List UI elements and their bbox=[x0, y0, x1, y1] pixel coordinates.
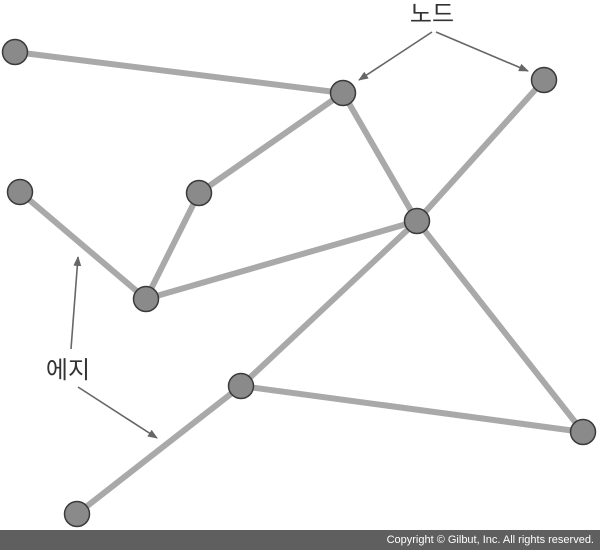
graph-edge bbox=[340, 90, 420, 224]
graph-edge bbox=[143, 190, 202, 302]
annotation-arrows bbox=[70, 31, 529, 439]
graph-edge bbox=[143, 218, 420, 302]
edge-label-arrow bbox=[77, 386, 158, 439]
graph-node bbox=[63, 500, 91, 528]
graph-node bbox=[6, 178, 34, 206]
node-label: 노드 bbox=[410, 0, 454, 28]
edges bbox=[12, 49, 586, 517]
graph-node bbox=[403, 207, 431, 235]
graph-edge bbox=[196, 90, 346, 196]
graph-node bbox=[569, 418, 597, 446]
graph-node bbox=[185, 179, 213, 207]
graph-node bbox=[1, 38, 29, 66]
graph-node bbox=[329, 79, 357, 107]
graph-edge bbox=[414, 218, 586, 435]
graph-edge bbox=[238, 218, 420, 389]
edge-label-arrow bbox=[70, 256, 82, 350]
graph-node bbox=[227, 372, 255, 400]
graph-edge bbox=[238, 383, 586, 435]
graph-edge bbox=[12, 49, 346, 96]
graph-node bbox=[530, 66, 558, 94]
graph-diagram: 노드 에지 bbox=[1, 0, 597, 528]
copyright-footer: Copyright © Gilbut, Inc. All rights rese… bbox=[0, 530, 600, 550]
edge-label: 에지 bbox=[46, 356, 90, 384]
node-label-arrow bbox=[358, 31, 433, 81]
copyright-text: Copyright © Gilbut, Inc. All rights rese… bbox=[386, 534, 594, 546]
graph-node bbox=[132, 285, 160, 313]
graph-edge bbox=[74, 383, 244, 517]
graph-edge bbox=[414, 77, 547, 224]
nodes bbox=[1, 38, 597, 528]
graph-edge bbox=[17, 189, 149, 302]
node-label-arrow bbox=[435, 31, 529, 72]
